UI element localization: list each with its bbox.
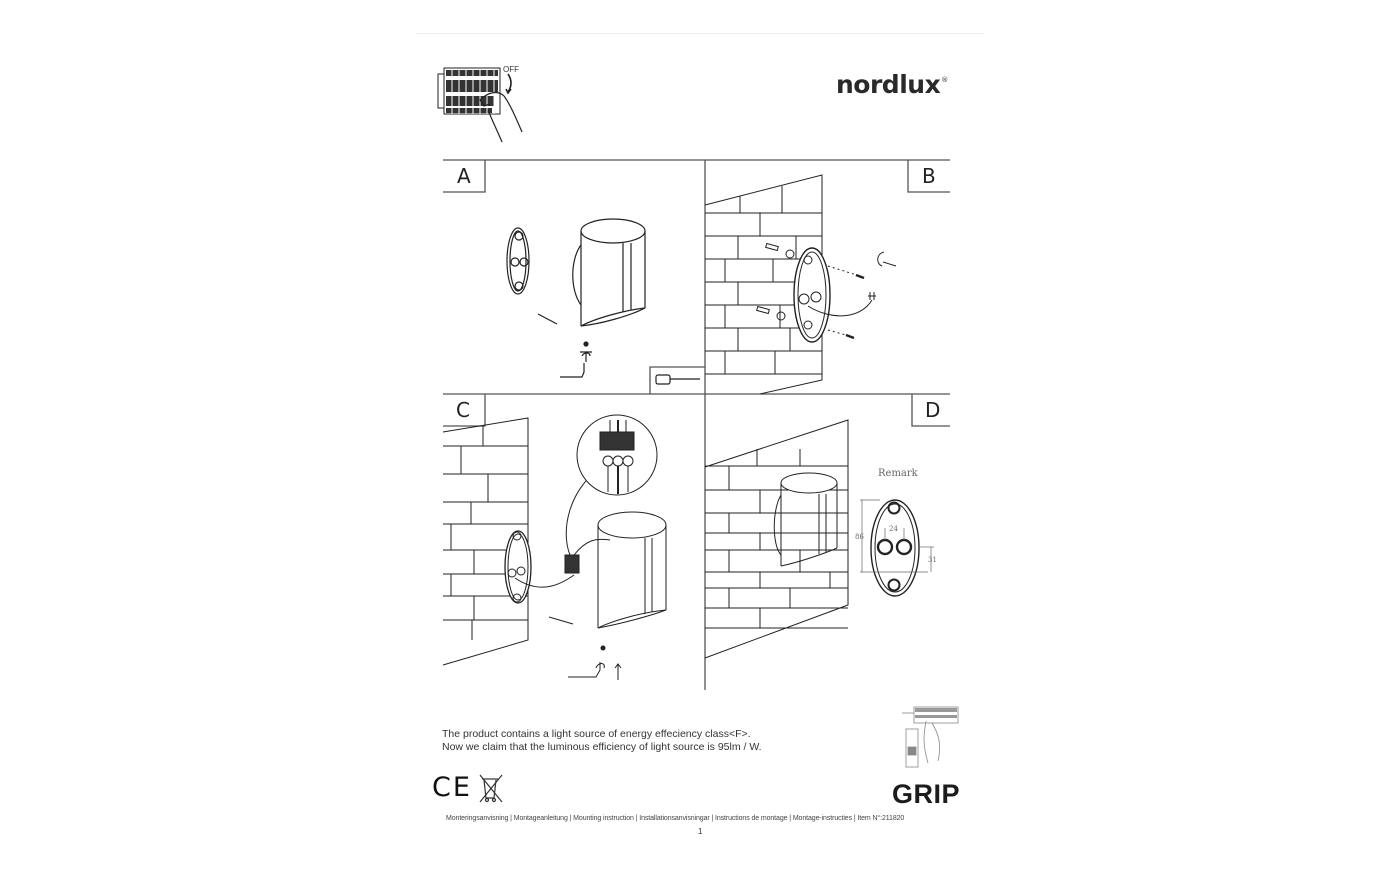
dimension-offset: 31 [928,556,937,564]
instruction-panels [442,159,950,690]
off-label: OFF [503,65,519,74]
energy-notice: The product contains a light source of e… [442,728,762,754]
panel-label-a: A [457,164,471,188]
breaker-off-icon [437,67,523,143]
product-name: GRIP [892,779,961,809]
dimension-spacing: 24 [889,525,898,533]
footer-languages: Monteringsanvisning | Montageanleitung |… [446,815,905,822]
ce-mark-icon: CE [432,772,472,803]
registered-mark: ® [941,76,948,84]
remark-label: Remark [878,468,918,479]
panel-label-d: D [925,398,941,422]
dimension-height: 86 [855,533,864,541]
brand-name: nordlux [836,70,941,99]
page-top-rule [416,33,984,34]
brand-logo: nordlux® [836,70,948,99]
panel-b-drawing [704,174,897,395]
breaker-switch-icon [902,706,959,768]
page-number: 1 [698,827,703,836]
panel-d-drawing [704,419,934,659]
panel-a-drawing [506,218,700,385]
panel-c-drawing [442,414,667,680]
weee-bin-icon [479,774,503,803]
panel-label-c: C [456,398,470,422]
energy-notice-line2: Now we claim that the luminous efficienc… [442,741,762,753]
energy-notice-line1: The product contains a light source of e… [442,728,751,740]
panel-label-b: B [922,164,936,188]
